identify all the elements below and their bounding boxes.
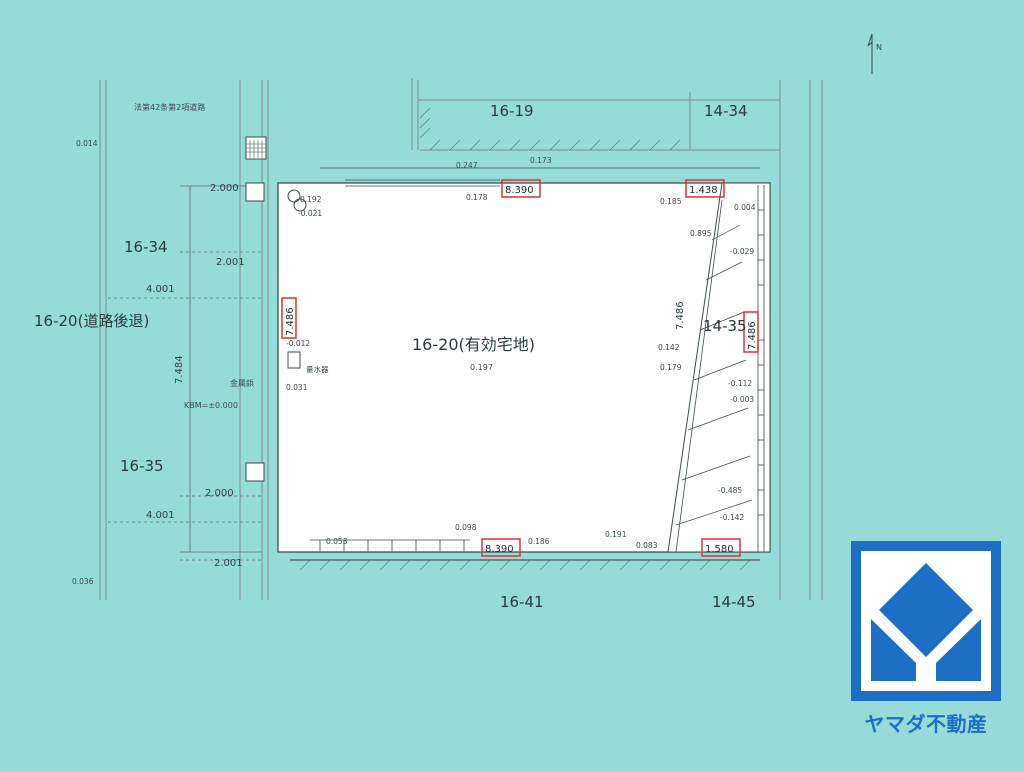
dim-west-offset-6: 2.001 <box>214 558 243 569</box>
north-wall <box>320 167 760 187</box>
level-note: 0.083 <box>636 541 658 550</box>
level-note: 0.098 <box>455 523 477 532</box>
lot-label-south-b: 14-45 <box>712 593 756 611</box>
dim-west-offset-1: 2.000 <box>210 183 239 194</box>
level-note: 0.178 <box>466 193 488 202</box>
dim-west-offset-4: 2.000 <box>205 488 234 499</box>
lot-label-main: 16-20(有効宅地) <box>412 335 535 354</box>
level-note: 0.895 <box>690 229 712 238</box>
lot-label-west-b: 16-35 <box>120 457 164 475</box>
level-note: -0.029 <box>730 247 754 256</box>
dim-top-length: 8.390 <box>505 185 534 196</box>
north-arrow-label: N <box>876 43 882 52</box>
dim-east-length: 7.486 <box>747 321 758 350</box>
level-note: -0.112 <box>728 379 752 388</box>
lot-main-level: 0.197 <box>470 363 493 372</box>
highlighted-dimensions <box>281 179 759 557</box>
lot-label-west-road: 16-20(道路後退) <box>34 312 149 330</box>
level-note: 0.004 <box>734 203 756 212</box>
dim-west-length: 7.486 <box>285 307 296 336</box>
hatch-north <box>419 107 681 151</box>
level-note: 0.179 <box>660 363 682 372</box>
dim-west-offset-5: 4.001 <box>146 510 175 521</box>
dim-southeast-short: 1.580 <box>705 544 734 555</box>
level-note: 0.031 <box>286 383 308 392</box>
level-note: -0.012 <box>286 339 310 348</box>
level-note: 0.247 <box>456 161 478 170</box>
level-note: 0.053 <box>326 537 348 546</box>
level-note: 0.191 <box>605 530 627 539</box>
level-note: 0.192 <box>300 195 322 204</box>
company-logo <box>851 541 1001 701</box>
north-arrow-icon <box>867 33 873 74</box>
dim-northeast-short: 1.438 <box>689 185 718 196</box>
dim-east-overall: 7.486 <box>675 301 686 330</box>
level-note: 0.185 <box>660 197 682 206</box>
lot-label-north-b: 14-34 <box>704 102 748 120</box>
lot-label-east: 14-35 <box>703 317 747 335</box>
dim-west-overall: 7.484 <box>174 355 185 384</box>
level-note: 0.173 <box>530 156 552 165</box>
lot-label-west-a: 16-34 <box>124 238 168 256</box>
background-lines <box>99 78 823 600</box>
level-note: -0.142 <box>720 513 744 522</box>
hatch-south <box>299 559 751 571</box>
level-note: -0.485 <box>718 486 742 495</box>
level-note: 0.186 <box>528 537 550 546</box>
grid-box <box>246 140 266 158</box>
lot-label-south-a: 16-41 <box>500 593 544 611</box>
site-markers <box>245 136 307 482</box>
main-lot-boundary <box>277 182 771 553</box>
level-note: -0.021 <box>298 209 322 218</box>
dim-bottom-length: 8.390 <box>485 544 514 555</box>
level-note: -0.003 <box>730 395 754 404</box>
fence-posts <box>310 539 470 552</box>
level-note: 0.142 <box>658 343 680 352</box>
dim-west-offset-3: 4.001 <box>146 284 175 295</box>
level-note: 0.036 <box>72 577 94 586</box>
house-logo-icon <box>851 541 1001 701</box>
meter-label: 量水器 <box>306 364 329 374</box>
kbm-label: KBM=±0.000 <box>184 401 238 410</box>
lot-label-north-a: 16-19 <box>490 102 534 120</box>
company-name: ヤマダ不動産 <box>864 712 988 736</box>
dim-west-offset-2: 2.001 <box>216 257 245 268</box>
road-title: 法第42条第2項道路 <box>134 102 205 112</box>
level-note: 0.014 <box>76 139 98 148</box>
kbm-marker-label: 金属鋲 <box>230 378 254 388</box>
